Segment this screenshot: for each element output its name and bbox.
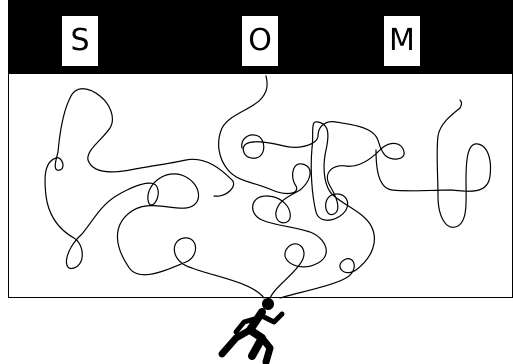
path-to-s[interactable] [44, 88, 265, 299]
destination-s[interactable]: S [62, 16, 98, 66]
path-to-m[interactable] [241, 99, 492, 299]
destination-m[interactable]: M [384, 16, 420, 66]
path-to-o[interactable] [218, 75, 327, 299]
destination-o[interactable]: O [242, 16, 278, 66]
running-person-icon[interactable] [218, 298, 285, 364]
